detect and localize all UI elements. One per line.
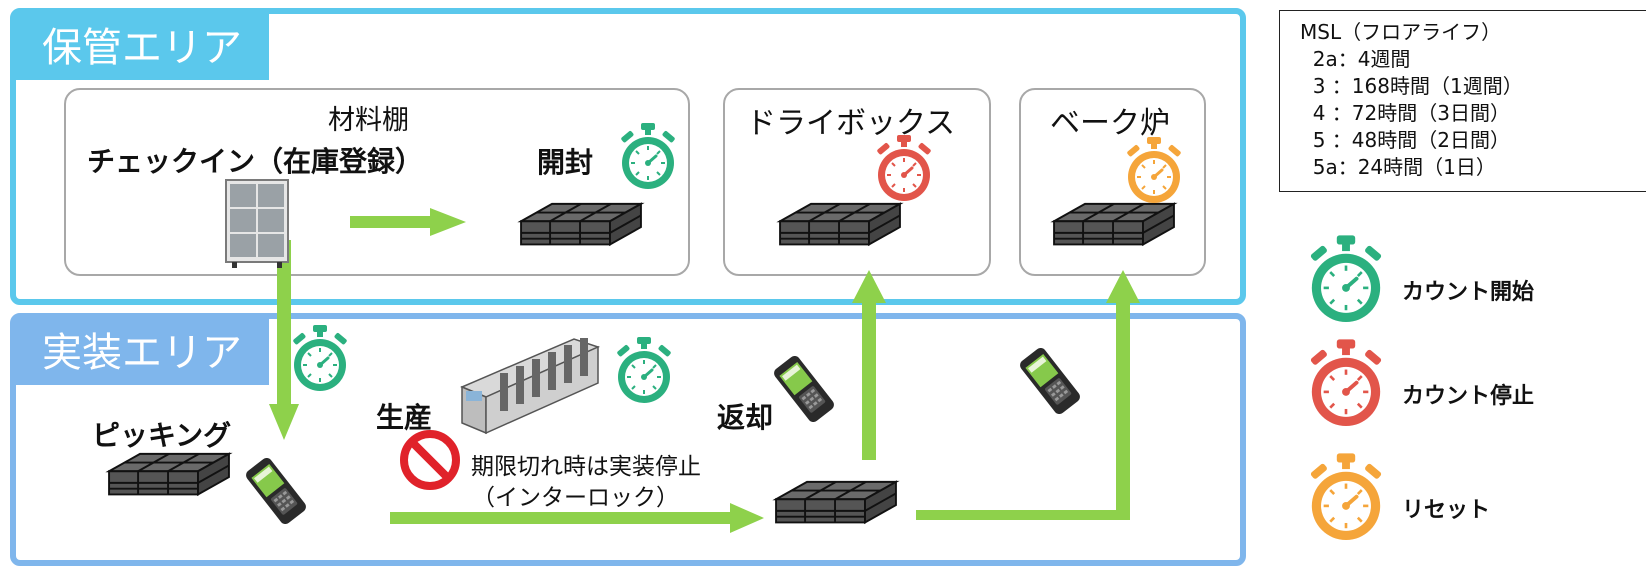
- tray-bake: [1045, 200, 1183, 258]
- legend-reset-timer-icon: [1306, 452, 1386, 544]
- handheld-scanner-bake: [1012, 348, 1088, 414]
- interlock-warning-line1: 期限切れ時は実装停止: [471, 454, 701, 480]
- mounter-machine: [460, 338, 601, 435]
- timer-stop-drybox-icon: [874, 134, 934, 204]
- tray-drybox: [771, 200, 909, 258]
- storage-area-title: 保管エリア: [16, 14, 269, 80]
- timer-reset-bake-icon: [1124, 136, 1184, 206]
- arrow-return-to-bake: [916, 270, 1140, 520]
- mounting-area-title: 実装エリア: [16, 319, 269, 385]
- legend-start-timer-icon: [1306, 234, 1386, 326]
- mounting-area: [10, 313, 1246, 566]
- open-label: 開封: [537, 146, 594, 179]
- picking-label: ピッキング: [92, 419, 232, 452]
- timer-start-picking-icon: [290, 324, 350, 394]
- production-label: 生産: [376, 401, 433, 434]
- arrow-shelf-to-picking: [269, 240, 299, 440]
- interlock-warning-line2: （インターロック）: [472, 485, 679, 511]
- prohibited-icon: [400, 430, 460, 490]
- msl-title: MSL（フロアライフ）: [1300, 20, 1502, 44]
- legend-start-label: カウント開始: [1402, 280, 1535, 305]
- timer-start-production-icon: [614, 336, 674, 406]
- arrow-shelf-to-open: [350, 208, 466, 236]
- legend-reset-label: リセット: [1402, 498, 1491, 523]
- checkin-label: チェックイン（在庫登録）: [87, 145, 424, 178]
- legend-stop-timer-icon: [1306, 338, 1386, 430]
- msl-row-4: 4 ：72時間（3日間）: [1300, 101, 1510, 125]
- msl-floor-life-table: MSL（フロアライフ） 2a：4週間 3 ：168時間（1週間） 4 ：72時間…: [1279, 10, 1646, 192]
- msl-row-3: 3 ：168時間（1週間）: [1300, 74, 1523, 98]
- msl-row-5a: 5a：24時間（1日）: [1300, 155, 1496, 179]
- timer-start-open-icon: [618, 122, 678, 192]
- drybox-label: ドライボックス: [746, 106, 956, 141]
- legend-stop-label: カウント停止: [1402, 384, 1535, 409]
- handheld-scanner-picking: [238, 458, 314, 524]
- msl-row-5: 5 ：48時間（2日間）: [1300, 128, 1510, 152]
- arrow-to-return-tray: [390, 503, 764, 533]
- tray-return: [767, 478, 905, 536]
- tray-picking: [100, 450, 238, 508]
- handheld-scanner-return: [766, 356, 842, 422]
- tray-open: [512, 200, 650, 258]
- material-shelf-label: 材料棚: [328, 105, 409, 136]
- return-label: 返却: [717, 401, 774, 434]
- storage-cabinet: [225, 179, 289, 268]
- arrow-return-to-drybox: [852, 270, 886, 460]
- bake-oven-label: ベーク炉: [1050, 106, 1170, 141]
- msl-row-2a: 2a：4週間: [1300, 47, 1411, 71]
- storage-area: [10, 8, 1246, 305]
